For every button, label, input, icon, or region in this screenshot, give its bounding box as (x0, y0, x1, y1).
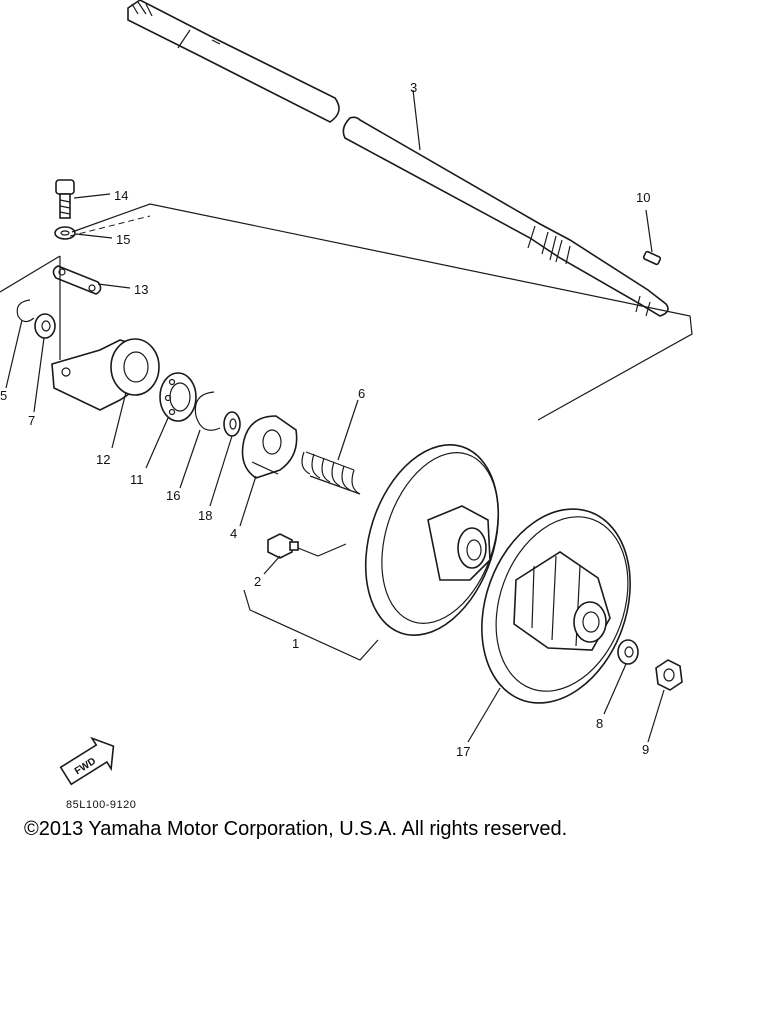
spacer-washer (34, 313, 56, 339)
fixed-sheave (364, 444, 500, 636)
shaft (127, 0, 669, 317)
label-part-10: 10 (636, 190, 650, 205)
end-nut (655, 659, 683, 691)
bearing (159, 372, 197, 422)
label-part-11: 11 (130, 472, 144, 487)
label-part-15: 15 (116, 232, 130, 247)
label-part-16: 16 (166, 488, 180, 503)
label-part-9: 9 (642, 742, 649, 757)
spring (301, 451, 361, 495)
circlip (16, 299, 35, 323)
exploded-parts-diagram: 1 2 3 4 5 6 7 8 9 10 11 12 13 14 15 16 1… (0, 0, 693, 786)
label-part-17: 17 (456, 744, 470, 759)
small-washer (223, 411, 241, 437)
nut (267, 533, 299, 559)
forward-arrow-icon: FWD (59, 736, 115, 786)
key (642, 250, 662, 266)
label-part-2: 2 (254, 574, 261, 589)
assembly-outline (0, 203, 693, 661)
label-part-1: 1 (292, 636, 299, 651)
label-part-12: 12 (96, 452, 110, 467)
label-part-4: 4 (230, 526, 237, 541)
inner-circlip (194, 391, 221, 431)
label-part-7: 7 (28, 413, 35, 428)
copyright-notice: ©2013 Yamaha Motor Corporation, U.S.A. A… (24, 818, 568, 840)
washer (54, 226, 76, 240)
label-part-8: 8 (596, 716, 603, 731)
leader-lines (5, 89, 665, 743)
label-part-5: 5 (0, 388, 7, 403)
plate (52, 265, 102, 295)
bracket (51, 338, 160, 411)
label-part-13: 13 (134, 282, 148, 297)
movable-sheave (481, 508, 631, 704)
bolt (55, 179, 75, 219)
label-part-18: 18 (198, 508, 212, 523)
cam (241, 415, 298, 479)
drawing-part-code: 85L100-9120 (66, 799, 137, 811)
label-part-6: 6 (358, 386, 365, 401)
end-washer (617, 639, 639, 665)
label-part-3: 3 (410, 80, 417, 95)
label-part-14: 14 (114, 188, 128, 203)
